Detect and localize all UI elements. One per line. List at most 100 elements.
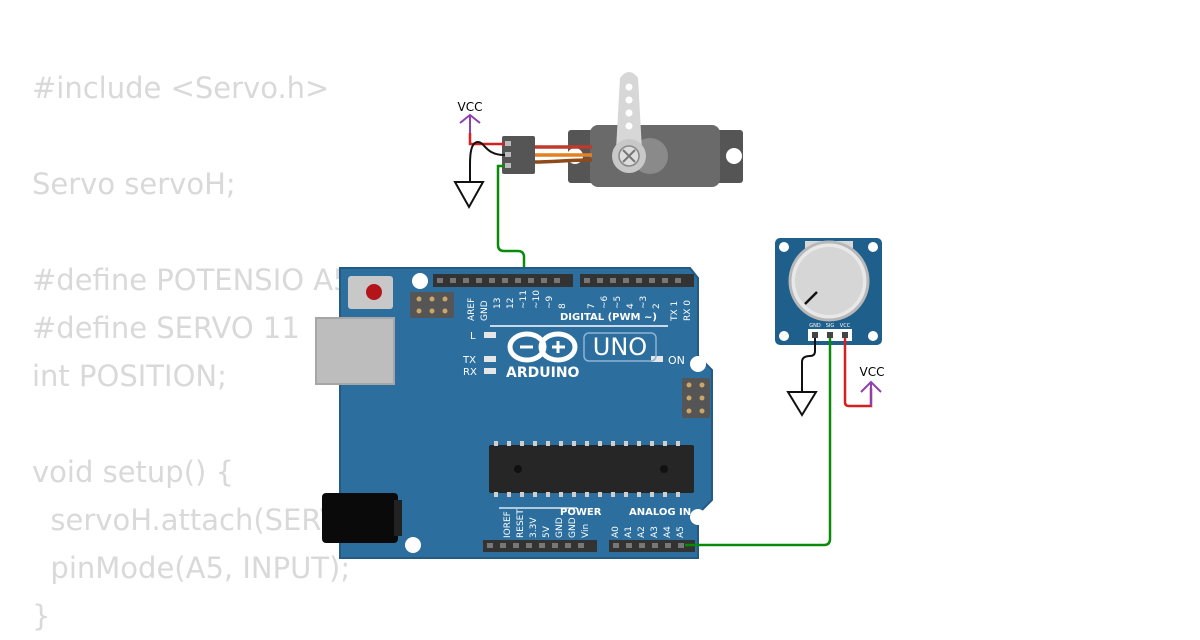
pin-label: AREF [467,298,477,321]
digital-header-pins[interactable] [437,278,681,283]
pot-pin-sig[interactable] [827,332,833,338]
pin-label: 8 [558,303,568,309]
servo-pin[interactable] [505,141,511,146]
code-line: #include <Servo.h> [32,71,330,105]
servo-pin[interactable] [505,163,511,168]
pin-label: ~6 [600,295,610,309]
wire-pot-signal-a5[interactable] [685,338,832,547]
led-rx [484,368,496,374]
pin-label: A2 [637,526,647,538]
mount-hole [690,509,706,525]
icsp2-header [682,378,710,418]
pot-pin-labels: GND SIG VCC [809,323,850,329]
reset-button-cap[interactable] [366,284,382,300]
power-jack [322,493,398,543]
pot-pin-vcc[interactable] [842,332,848,338]
wire-servo-gnd[interactable] [469,140,506,182]
mount-hole [405,537,421,553]
servo-horn-hole [625,96,633,104]
pin-label: 7 [587,303,597,309]
chip-legs [494,441,680,497]
arduino-infinity-logo [507,331,578,363]
bottom-header-pins[interactable] [487,543,684,548]
atmega-chip [489,445,694,493]
code-line: int POSITION; [32,359,227,393]
servo-wire-brown [533,158,593,164]
pot-mount-hole [868,331,878,341]
servo-horn-hole [625,109,633,117]
servo-pin[interactable] [505,152,511,157]
pin-label: GND [809,323,821,329]
pin-label: 3.3V [529,517,539,538]
led-rx-label: RX [463,367,477,378]
code-line: #define POTENSIO A5 [32,263,352,297]
ground-symbol [786,391,818,417]
icsp-pins [416,296,448,314]
pin-label: ~11 [519,290,529,309]
vcc-symbol-servo: VCC [458,100,483,133]
pin-label: 12 [506,298,516,309]
pin-label: Vin [581,524,591,538]
led-tx [484,356,496,362]
pin-label: 13 [493,298,503,309]
pin-label: GND [480,300,490,321]
wire-servo-vcc[interactable] [468,133,505,146]
pin-label: ~10 [532,290,542,309]
power-section-label: POWER [560,507,602,518]
servo-horn-hole [625,83,633,91]
arduino-brand: ARDUINO [506,365,580,381]
code-line: Servo servoH; [32,167,236,201]
led-on [651,356,663,362]
led-tx-label: TX [462,355,476,366]
pin-label: ~5 [613,296,623,309]
pot-mount-hole [868,242,878,252]
pin-label: RX 0 [683,300,693,321]
pin-label: ~3 [639,296,649,309]
pin-label: RESET [516,509,526,538]
wire-servo-signal[interactable] [496,164,526,283]
vcc-symbol-pot: VCC [860,365,884,406]
chip-notch-dot [514,465,522,473]
arduino-uno-board[interactable]: AREF GND 13 12 ~11 ~10 ~9 8 7 ~6 ~5 4 ~3… [315,267,713,559]
servo-motor[interactable] [502,72,743,187]
pin-label: A5 [676,526,686,538]
pot-knob[interactable] [795,247,863,315]
pin-label: 4 [626,303,636,309]
power-jack-tip [394,500,402,536]
led-l-label: L [470,331,476,342]
usb-port [315,317,395,385]
code-line: } [32,599,51,633]
pin-label: ~9 [545,295,555,309]
potentiometer-module[interactable]: GND SIG VCC [775,238,882,345]
pin-label: TX 1 [670,301,680,322]
led-on-label: ON [668,354,685,367]
servo-mount-hole [726,148,742,164]
pin-label: A0 [611,526,621,538]
icsp-header [410,292,454,318]
pot-knob-indicator [804,291,818,305]
pin-label: IOREF [503,511,513,538]
mount-hole [690,356,706,372]
pin-label: 2 [652,303,662,309]
pot-pin-gnd[interactable] [812,332,818,338]
pin-label: GND [568,517,578,538]
servo-horn-hole [625,122,633,130]
vcc-label: VCC [458,100,483,114]
ground-symbol [453,181,485,210]
pin-label: SIG [826,323,835,329]
pin-label: A3 [650,526,660,538]
uno-badge [583,332,657,362]
pin-label: VCC [840,323,851,329]
servo-screw-cross [622,149,636,163]
code-overlay: #include <Servo.h> Servo servoH; #define P… [32,64,383,640]
mount-hole [412,273,428,289]
digital-pin-labels: AREF GND 13 12 ~11 ~10 ~9 8 7 ~6 ~5 4 ~3… [467,290,693,322]
code-line: pinMode(A5, INPUT); [32,551,351,585]
pin-label: A4 [663,526,673,538]
wire-pot-vcc[interactable] [843,338,873,408]
wire-pot-gnd[interactable] [801,338,816,392]
pot-mount-hole [779,242,789,252]
uno-label: UNO [593,333,647,361]
pot-mount-hole [779,331,789,341]
